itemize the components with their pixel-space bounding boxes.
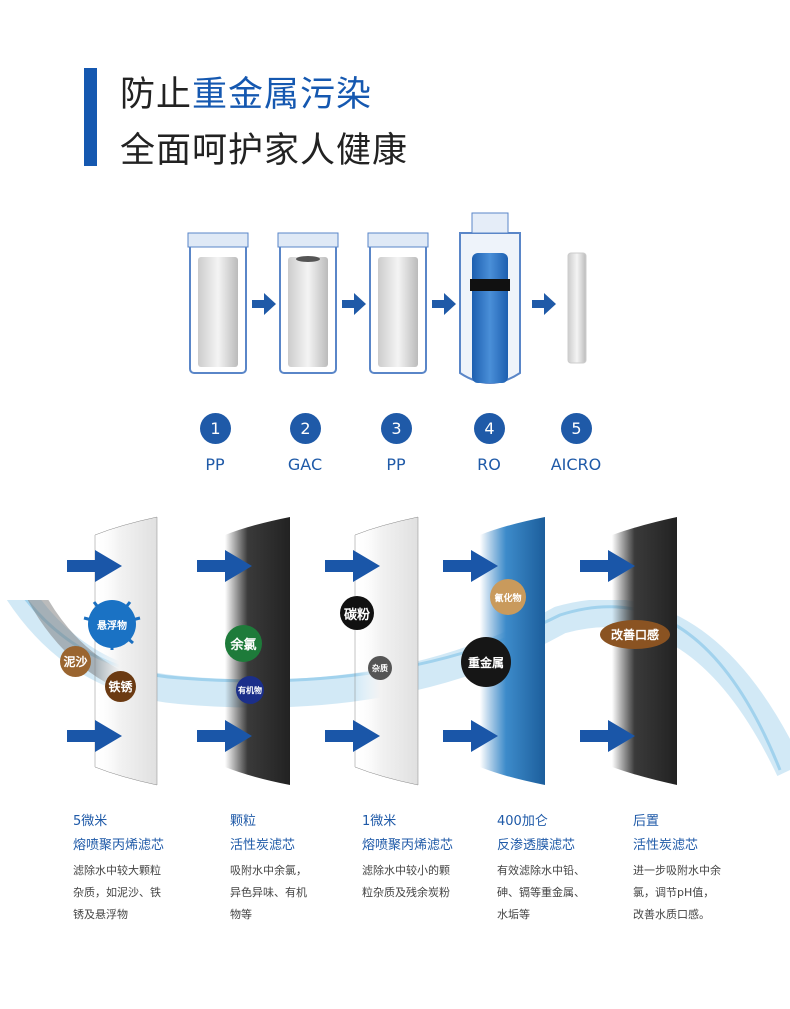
- layer-pp-5um: [94, 516, 158, 786]
- filter-cartridges: [187, 212, 587, 384]
- stage-name: 活性炭滤芯: [230, 838, 296, 853]
- flow-arrows: [252, 293, 556, 315]
- stage-name: 活性炭滤芯: [633, 838, 699, 853]
- stage-text: 杂质，如泥沙、铁: [73, 886, 161, 899]
- cartridge-pp-3: [367, 232, 429, 374]
- filter-label-aicro: AICRO: [550, 455, 602, 474]
- stage-spec: 1微米: [362, 814, 397, 829]
- bubble-improve-taste: 改善口感: [600, 620, 670, 649]
- bubble-impurity: 杂质: [368, 656, 392, 680]
- stage-3-description: 1微米 熔喷聚丙烯滤芯 滤除水中较小的颗粒杂质及残余炭粉: [362, 810, 492, 904]
- filter-number-3: 3: [381, 413, 412, 444]
- cartridge-pp-1: [187, 232, 249, 374]
- headline-line2: 全面呵护家人健康: [120, 131, 409, 171]
- stage-2-description: 颗粒 活性炭滤芯 吸附水中余氯， 异色异味、有机物等: [230, 810, 360, 926]
- stage-text: 改善水质口感。: [633, 908, 710, 921]
- title-accent-bar: [84, 68, 97, 166]
- headline-prefix: 防止: [120, 75, 193, 115]
- cartridge-aicro: [567, 252, 587, 364]
- layer-post-carbon: [612, 517, 677, 785]
- stage-text: 粒杂质及残余炭粉: [362, 886, 450, 899]
- bubble-heavy-metal: 重金属: [461, 637, 511, 687]
- stage-text: 异色异味、有机: [230, 886, 307, 899]
- stage-name: 熔喷聚丙烯滤芯: [362, 838, 454, 853]
- bubble-organic: 有机物: [236, 676, 264, 704]
- filter-number-5: 5: [561, 413, 592, 444]
- bubble-rust: 铁锈: [105, 671, 136, 702]
- stage-text: 水垢等: [497, 908, 530, 921]
- bubble-cyanide: 氰化物: [490, 579, 526, 615]
- headline-highlight: 重金属污染: [192, 75, 373, 115]
- stage-text: 锈及悬浮物: [73, 908, 128, 921]
- bubble-carbon-powder: 碳粉: [340, 596, 374, 630]
- stage-5-description: 后置 活性炭滤芯 进一步吸附水中余氯，调节pH值， 改善水质口感。: [633, 810, 763, 926]
- stage-spec: 5微米: [73, 814, 108, 829]
- filter-number-4: 4: [474, 413, 505, 444]
- flow-arrows-lower: [67, 550, 635, 752]
- bubble-sand: 泥沙: [60, 646, 91, 677]
- headline-line1: 防止重金属污染: [120, 66, 372, 117]
- stage-text: 滤除水中较大颗粒: [73, 864, 161, 877]
- stage-text: 进一步吸附水中余: [633, 864, 721, 877]
- stage-4-description: 400加仑 反渗透膜滤芯 有效滤除水中铅、砷、镉等重金属、水垢等: [497, 810, 627, 926]
- layer-pp-1um: [354, 516, 419, 786]
- filter-label-pp-3: PP: [386, 455, 406, 474]
- stage-text: 物等: [230, 908, 252, 921]
- filter-layers: [67, 516, 677, 786]
- stage-text: 吸附水中余氯，: [230, 864, 307, 877]
- stage-text: 氯，调节pH值，: [633, 886, 715, 899]
- stage-name: 反渗透膜滤芯: [497, 838, 576, 853]
- stage-spec: 颗粒: [230, 814, 257, 829]
- stage-spec: 后置: [633, 814, 660, 829]
- bubble-suspended-matter: 悬浮物: [88, 600, 136, 648]
- stage-1-description: 5微米 熔喷聚丙烯滤芯 滤除水中较大颗粒杂质，如泥沙、铁锈及悬浮物: [73, 810, 203, 926]
- bubble-chlorine: 余氯: [225, 625, 262, 662]
- stage-name: 熔喷聚丙烯滤芯: [73, 838, 165, 853]
- stage-spec: 400加仑: [497, 814, 548, 829]
- cartridge-ro: [459, 212, 521, 384]
- filter-label-ro: RO: [477, 455, 501, 474]
- cartridge-gac: [277, 232, 339, 374]
- filter-number-1: 1: [200, 413, 231, 444]
- stage-text: 砷、镉等重金属、: [497, 886, 585, 899]
- filter-number-2: 2: [290, 413, 321, 444]
- stage-text: 有效滤除水中铅、: [497, 864, 585, 877]
- filter-label-gac: GAC: [287, 455, 323, 474]
- stage-text: 滤除水中较小的颗: [362, 864, 450, 877]
- filter-label-pp: PP: [205, 455, 225, 474]
